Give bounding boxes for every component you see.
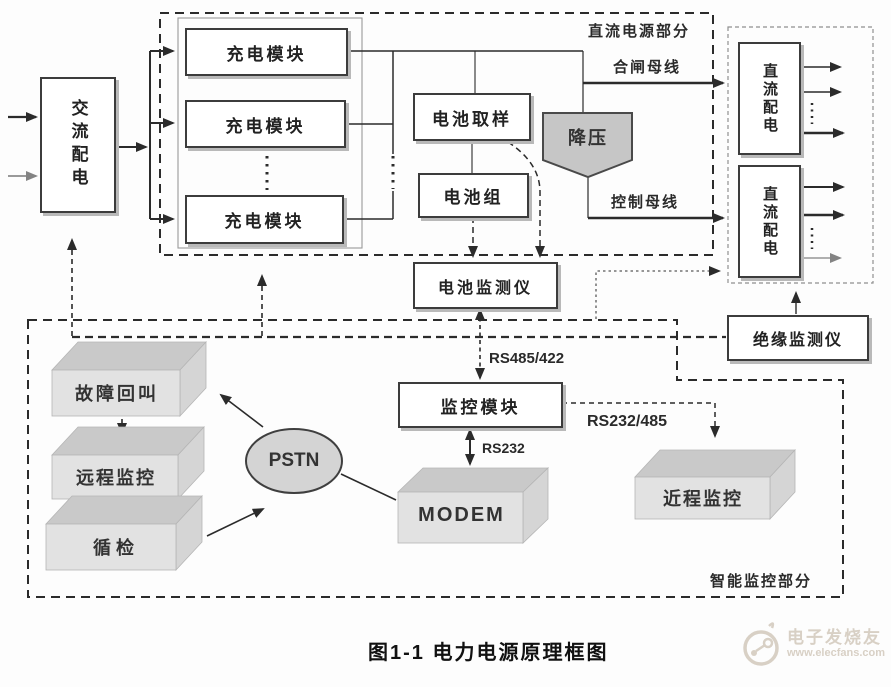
battery-group-label: 电池组 [443,188,504,207]
ac-distribution-label: 交流配电 [68,99,88,191]
patrol-to-pstn-arrow [206,508,265,537]
buck-label: 降压 [568,128,608,148]
rs232-485-label: RS232/485 [587,413,668,430]
charge-module-3-label: 充电模块 [224,212,305,231]
pstn-label: PSTN [268,450,320,471]
rs232-label: RS232 [482,440,525,456]
near-monitor-block3d [634,448,796,521]
control-bus-label: 控制母线 [611,194,680,211]
monitor-module-box: 监控模块 [398,382,563,428]
charge-module-2-label: 充电模块 [225,116,306,136]
ac-distribution-box: 交流配电 [40,77,116,213]
dc-distribution-2-box: 直流配电 [738,165,801,278]
pstn-modem-line [340,473,397,501]
smart-monitor-section-border [27,319,844,598]
near-monitor-label: 近程监控 [663,489,743,509]
battery-monitor-label: 电池监测仪 [437,279,533,297]
fault-callback-label: 故障回叫 [75,384,159,404]
elecfans-logo-icon [743,622,779,666]
dc-power-section-border [159,12,714,256]
watermark-url: www.elecfans.com [787,647,886,660]
smart-section-label: 智能监控部分 [710,573,813,590]
modem-block3d [397,467,549,544]
dc-power-section-label: 直流电源部分 [588,23,691,40]
battery-sample-to-monitor-dashed-arrow [507,141,545,258]
rs485-422-label: RS485/422 [489,350,565,367]
charge-module-1-label: 充电模块 [226,44,307,64]
remote-monitor-label: 远程监控 [76,468,156,488]
battery-sample-box: 电池取样 [413,93,531,141]
buck-pentagon [542,112,633,179]
watermark: 电子发烧友 www.elecfans.com [741,618,885,670]
dc-distribution-container-border [727,26,874,284]
insulation-monitor-label: 绝缘监测仪 [752,332,843,349]
dc-distribution-1-label: 直流配电 [761,62,778,135]
battery-sample-label: 电池取样 [432,109,512,129]
charge-module-3-box: 充电模块 [185,195,344,244]
figure-caption: 图1-1 电力电源原理框图 [368,642,609,664]
charge-module-1-box: 充电模块 [185,28,348,76]
monitor-to-near-dashed-arrow [562,402,720,438]
modem-label: MODEM [418,504,505,526]
remote-monitor-block3d [51,425,205,501]
monitor-module-label: 监控模块 [440,397,521,417]
battery-monitor-box: 电池监测仪 [413,262,558,309]
fault-callback-block3d [51,340,207,418]
pstn-ellipse [245,428,343,494]
dc-distribution-1-box: 直流配电 [738,42,801,155]
watermark-brand: 电子发烧友 [787,627,882,647]
dotted-arrow-to-dc-distribution [595,266,721,319]
charge-module-2-box: 充电模块 [185,100,346,148]
dc-distribution-2-label: 直流配电 [761,185,778,258]
patrol-label: 循检 [93,538,139,558]
charge-modules-container-border [177,17,363,249]
insulation-monitor-box: 绝缘监测仪 [727,315,869,361]
closing-bus-label: 合闸母线 [613,59,682,76]
battery-group-box: 电池组 [418,173,529,218]
patrol-block3d [45,494,203,572]
pstn-to-fault-arrow [219,393,264,428]
